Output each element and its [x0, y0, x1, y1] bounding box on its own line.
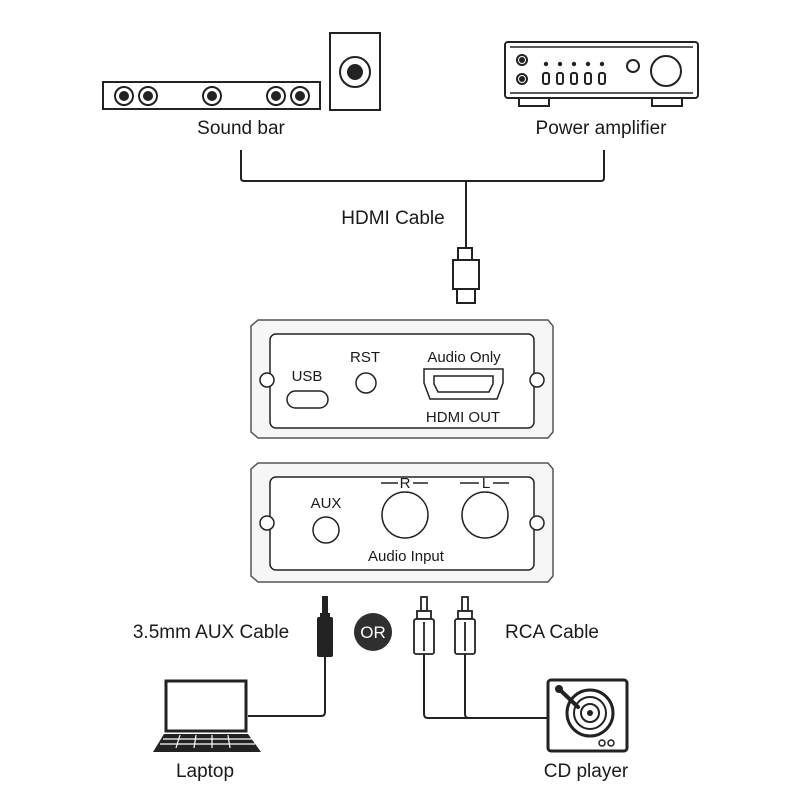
- audio-only-label: Audio Only: [427, 349, 501, 366]
- panel-screw-left: [259, 515, 275, 531]
- hdmi-plug-icon: [452, 247, 480, 304]
- panel-screw-right: [529, 372, 545, 388]
- laptop-label: Laptop: [176, 761, 234, 782]
- hdmi-output-panel: USB RST Audio Only HDMI OUT: [250, 319, 554, 439]
- rca-cable-label: RCA Cable: [505, 622, 599, 643]
- aux-port-label: AUX: [311, 495, 342, 512]
- aux-plug-icon: [317, 596, 333, 657]
- panel-screw-left: [259, 372, 275, 388]
- power-amplifier-label: Power amplifier: [536, 118, 668, 139]
- or-badge-label: OR: [360, 623, 386, 642]
- rca-left-jack: [461, 491, 509, 539]
- hdmi-cable-line: [240, 150, 605, 248]
- rca-right-jack: [381, 491, 429, 539]
- aux-jack: [312, 516, 340, 544]
- usb-port: [286, 390, 329, 409]
- sound-bar-icon: [102, 32, 381, 111]
- laptop-icon: [153, 679, 261, 752]
- power-amplifier-icon: [504, 41, 699, 107]
- rca-plug-icon: [413, 596, 476, 655]
- or-badge: [354, 613, 392, 651]
- audio-input-label: Audio Input: [368, 548, 445, 565]
- rst-label: RST: [350, 349, 380, 366]
- rca-left-label: L: [482, 475, 490, 492]
- usb-label: USB: [292, 368, 323, 385]
- audio-input-panel: AUX R L Audio Input: [250, 462, 554, 583]
- panel-screw-right: [529, 515, 545, 531]
- reset-button: [355, 372, 377, 394]
- aux-cable-line: [248, 657, 326, 717]
- hdmi-cable-label: HDMI Cable: [341, 208, 444, 229]
- hdmi-out-label: HDMI OUT: [426, 409, 500, 426]
- rca-cable-line: [423, 654, 548, 719]
- rca-right-label: R: [400, 475, 411, 492]
- cd-player-label: CD player: [544, 761, 629, 782]
- aux-cable-label: 3.5mm AUX Cable: [133, 622, 289, 643]
- sound-bar-label: Sound bar: [197, 118, 285, 139]
- cd-player-icon: [546, 678, 629, 753]
